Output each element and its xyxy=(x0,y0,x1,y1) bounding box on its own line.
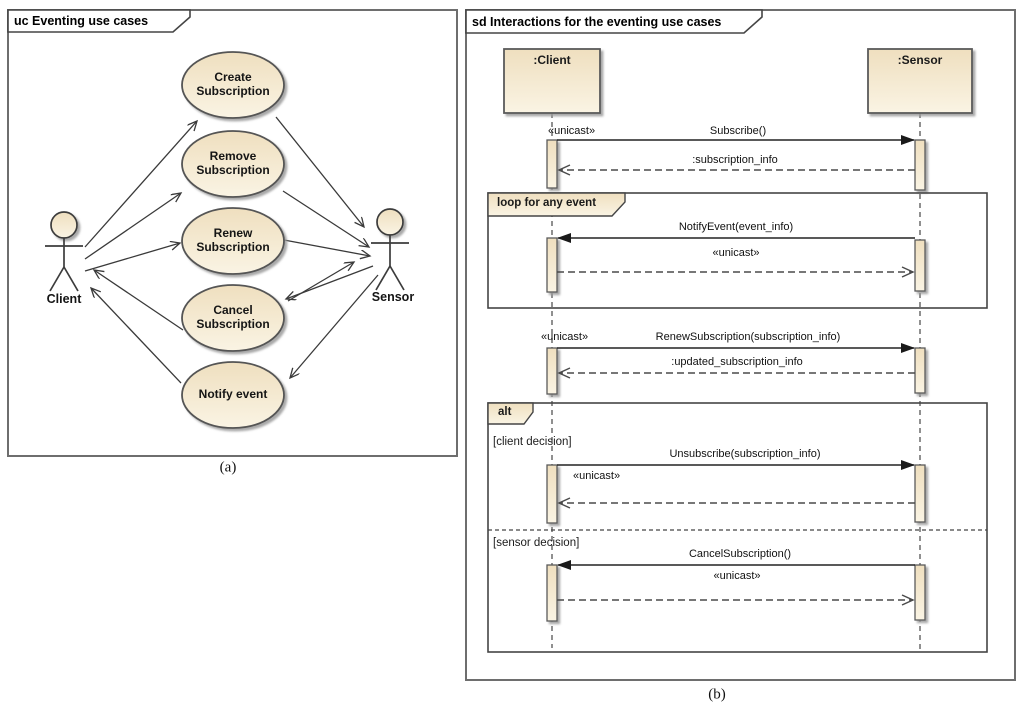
use-case-associations xyxy=(84,116,379,384)
return-messages xyxy=(557,170,915,600)
activation-client-renew xyxy=(546,347,558,395)
assoc-client-renew xyxy=(84,243,180,272)
lifeline-heads xyxy=(503,48,973,114)
use-case-remove-subscription xyxy=(181,130,285,198)
activation-bars xyxy=(546,139,926,622)
actor-sensor-head xyxy=(376,208,404,236)
use-case-cancel-subscription xyxy=(181,284,285,352)
use-case-notify-event xyxy=(181,361,285,429)
call-messages xyxy=(557,135,915,570)
activation-sensor-notify xyxy=(914,239,926,292)
activation-client-notify xyxy=(546,237,558,293)
actor-client-head xyxy=(50,211,78,239)
actor-sensor-figure xyxy=(371,208,409,291)
use-case-create-subscription xyxy=(181,51,285,119)
activation-client-subscribe xyxy=(546,139,558,189)
activation-sensor-renew xyxy=(914,347,926,394)
use-case-ellipses xyxy=(181,51,285,429)
activation-client-unsubscribe xyxy=(546,464,558,524)
activation-sensor-cancel xyxy=(914,564,926,621)
lifelines xyxy=(551,113,921,652)
assoc-notify-client xyxy=(91,288,182,384)
assoc-cancel-client xyxy=(94,270,184,331)
activation-client-cancel xyxy=(546,564,558,622)
assoc-remove-sensor xyxy=(282,190,369,247)
fragment-loop xyxy=(487,192,988,309)
use-case-renew-subscription xyxy=(181,207,285,275)
actor-client-figure xyxy=(45,211,83,292)
lifeline-head-sensor xyxy=(867,48,973,114)
activation-sensor-unsubscribe xyxy=(914,464,926,523)
assoc-sensor-notify xyxy=(290,274,379,378)
assoc-create-sensor xyxy=(275,116,364,227)
lifeline-head-client xyxy=(503,48,601,114)
assoc-sensor-cancel xyxy=(286,265,374,299)
fragment-alt-tab xyxy=(487,402,534,425)
assoc-renew-sensor xyxy=(283,239,370,256)
fragment-loop-tab xyxy=(487,192,626,217)
sequence-title-tab xyxy=(465,9,763,34)
assoc-client-create xyxy=(84,121,197,248)
assoc-client-remove xyxy=(84,193,181,260)
use-case-title-tab xyxy=(7,9,191,33)
activation-sensor-subscribe xyxy=(914,139,926,191)
fragment-alt xyxy=(487,402,988,653)
